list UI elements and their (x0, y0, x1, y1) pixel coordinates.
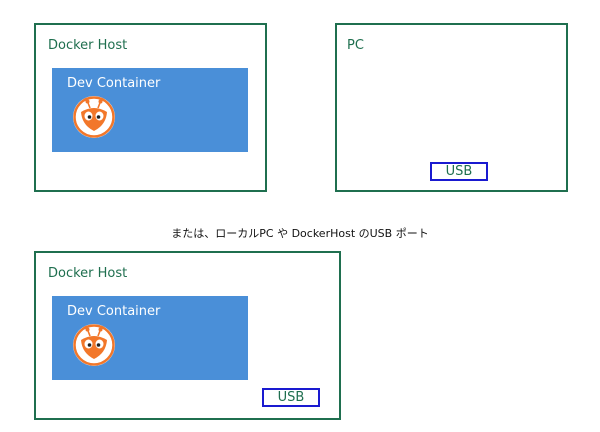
dev-container-box: Dev Container (52, 68, 248, 152)
dev-container-label: Dev Container (67, 76, 161, 91)
platformio-icon (72, 323, 116, 367)
pc-box: PC USB (335, 23, 568, 192)
docker-host-box-top: Docker Host Dev Container (34, 23, 267, 192)
caption: または、ローカルPC や DockerHost のUSB ポート (171, 227, 429, 240)
dev-container-box: Dev Container (52, 296, 248, 380)
dev-container-label: Dev Container (67, 304, 161, 319)
pc-title: PC (347, 38, 364, 53)
docker-host-title: Docker Host (48, 266, 128, 281)
docker-host-box-bottom: Docker Host Dev Container USB (34, 251, 341, 420)
docker-host-usb-port: USB (262, 388, 320, 407)
docker-host-title: Docker Host (48, 38, 128, 53)
platformio-icon (72, 95, 116, 139)
pc-usb-port: USB (430, 162, 488, 181)
